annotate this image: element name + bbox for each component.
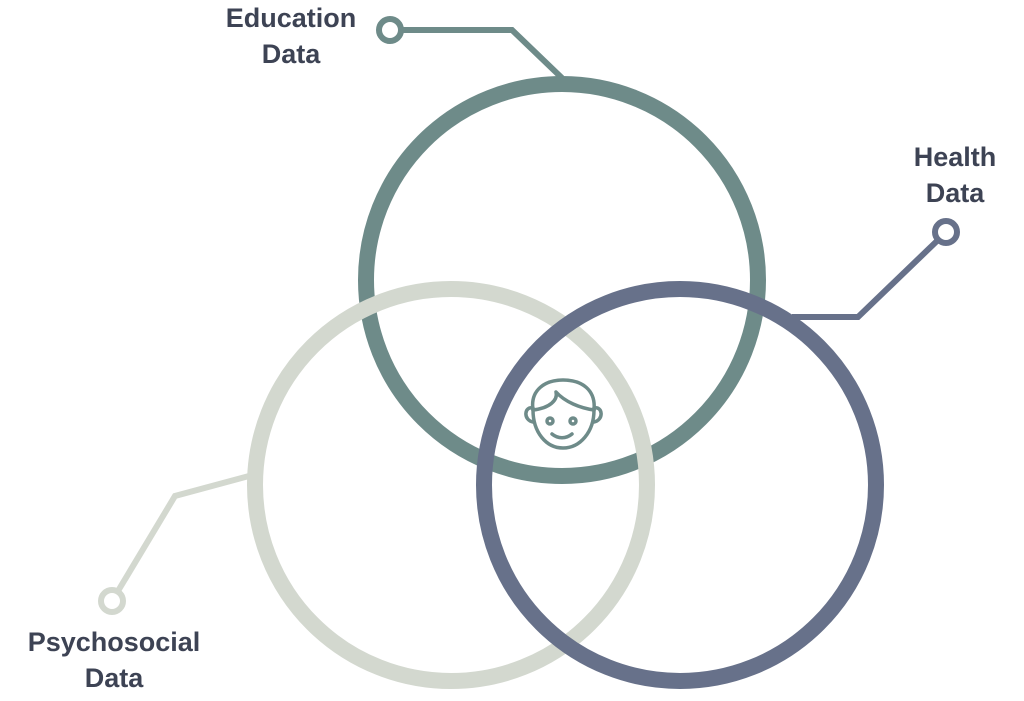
psychosocial-label-line1: Psychosocial (27, 627, 201, 657)
health-label-line1: Health (913, 142, 997, 172)
psychosocial-circle (247, 281, 655, 689)
child-face-icon (524, 378, 603, 450)
health-marker (932, 218, 960, 246)
education-label: Education Data (206, 0, 376, 72)
psychosocial-label-line2: Data (84, 663, 144, 693)
health-circle (476, 281, 884, 689)
health-label: Health Data (890, 139, 1020, 211)
psychosocial-marker (98, 587, 126, 615)
health-connector (792, 237, 941, 320)
psychosocial-connector (115, 473, 250, 593)
education-label-line2: Data (261, 39, 321, 69)
psychosocial-label: Psychosocial Data (8, 624, 220, 696)
education-connector (402, 27, 565, 81)
education-label-line1: Education (225, 3, 357, 33)
health-label-line2: Data (925, 178, 985, 208)
education-circle (358, 76, 766, 484)
education-marker (376, 16, 404, 44)
